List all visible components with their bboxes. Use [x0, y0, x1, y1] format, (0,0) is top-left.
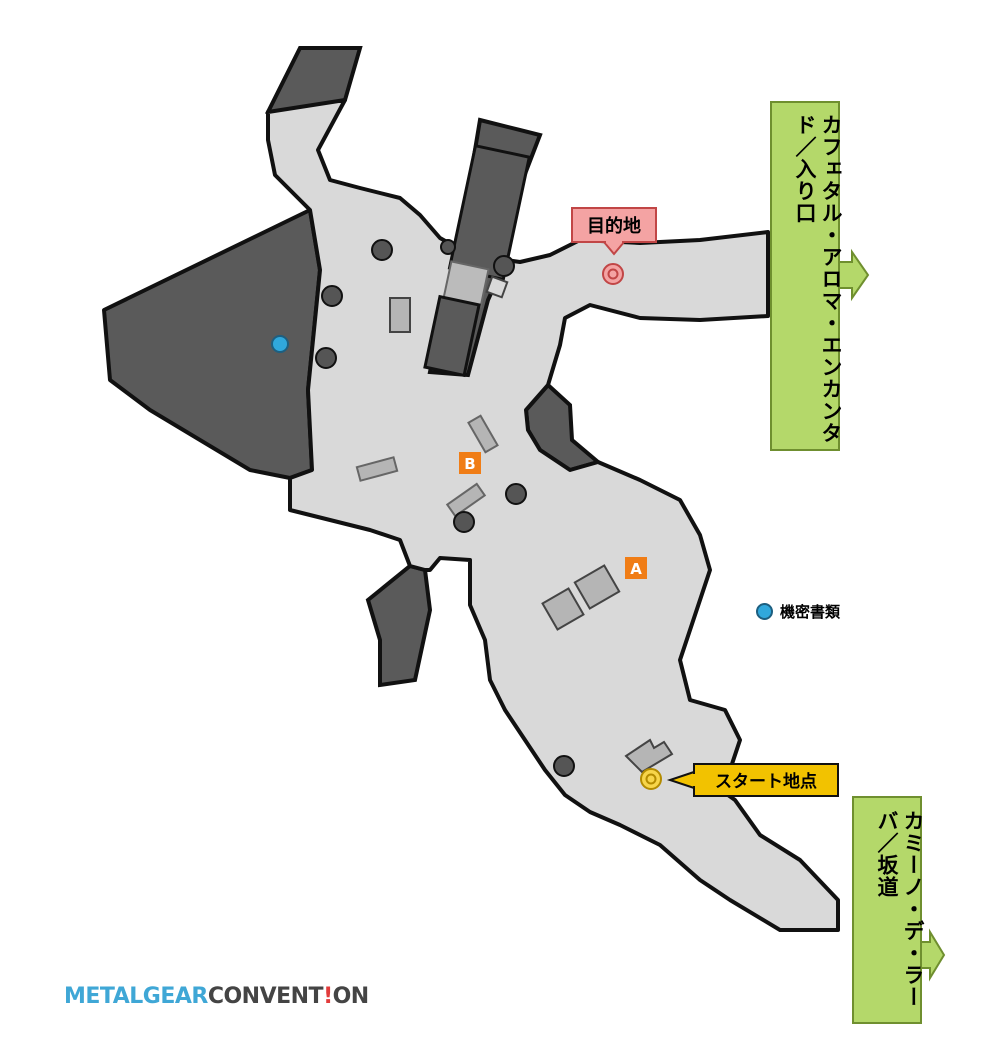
destination-callout[interactable]: 目的地	[571, 207, 657, 256]
start-callout[interactable]: スタート地点	[666, 763, 839, 797]
legend-documents-label: 機密書類	[780, 603, 841, 621]
start-marker[interactable]	[640, 768, 662, 790]
document-marker[interactable]	[271, 335, 289, 353]
marker-b-label: B	[464, 455, 475, 473]
exit-south[interactable]	[852, 796, 946, 1024]
crate	[541, 587, 585, 631]
pillar	[371, 239, 393, 261]
tower-bottom-block	[423, 294, 481, 378]
destination-marker[interactable]	[602, 263, 624, 285]
tower-top-block	[447, 143, 532, 282]
start-label: スタート地点	[715, 771, 817, 792]
pillar	[315, 347, 337, 369]
marker-b[interactable]: B	[459, 452, 481, 474]
document-icon	[756, 603, 773, 620]
crate	[467, 414, 499, 454]
pillar	[553, 755, 575, 777]
pillar	[440, 239, 456, 255]
logo: METALGEARCONVENT!ON	[64, 984, 369, 1009]
destination-label: 目的地	[587, 215, 641, 237]
walkable-area	[266, 98, 840, 932]
marker-a-label: A	[630, 560, 642, 578]
crate	[485, 275, 509, 299]
crate	[355, 456, 399, 482]
exit-south-label: カミーノ・デ・ラーバ／坂道	[875, 810, 925, 1008]
pillar	[321, 285, 343, 307]
cliff-south	[365, 563, 433, 688]
crate	[445, 482, 487, 518]
marker-a[interactable]: A	[625, 557, 647, 579]
crate	[573, 564, 621, 610]
legend-documents: 機密書類	[756, 601, 840, 622]
pillar	[453, 511, 475, 533]
exit-north-label: カフェタル・アロマ・エンカンタド／入り口	[793, 114, 843, 444]
crate	[389, 297, 411, 333]
crate	[624, 738, 674, 774]
exit-north[interactable]	[770, 101, 870, 451]
pillar	[493, 255, 515, 277]
pillar	[505, 483, 527, 505]
